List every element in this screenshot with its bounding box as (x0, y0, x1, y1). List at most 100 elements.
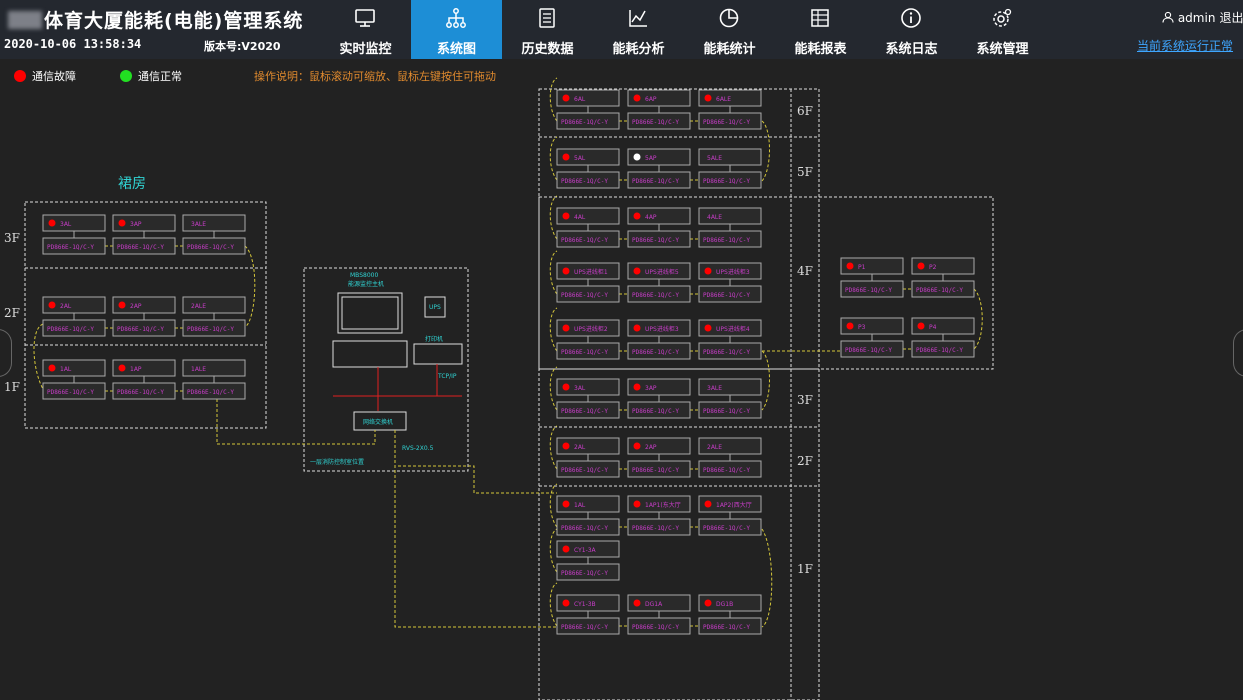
meter-model-box (627, 401, 691, 419)
nav-energy-report[interactable]: 能耗报表 (775, 0, 866, 59)
meter-model-box (42, 319, 106, 337)
status-indicator (846, 322, 854, 330)
nav-energy-analysis[interactable]: 能耗分析 (593, 0, 684, 59)
meter-model-box (112, 319, 176, 337)
nav-system-management[interactable]: 系统管理 (957, 0, 1048, 59)
meter-model-box (556, 617, 620, 635)
meter-name: 4AL (574, 214, 586, 221)
meter-model-box (911, 340, 975, 358)
printer-box (413, 343, 463, 365)
nav-label: 能耗报表 (794, 42, 847, 57)
meter-name: 3ALE (707, 385, 722, 392)
meter-model-box (911, 280, 975, 298)
meter-model-box (627, 617, 691, 635)
fault-dot (14, 70, 26, 82)
nav-realtime-monitor[interactable]: 实时监控 (320, 0, 411, 59)
nav-label: 历史数据 (521, 42, 574, 57)
meter-model-box (627, 230, 691, 248)
status-indicator (704, 599, 712, 607)
nav-history-data[interactable]: 历史数据 (502, 0, 593, 59)
meter-model-box (182, 319, 246, 337)
meter-model-box (698, 617, 762, 635)
meter-model: PD866E-1Q/C-Y (117, 326, 164, 333)
info-icon (901, 8, 921, 28)
nav-system-diagram[interactable]: 系统图 (411, 0, 502, 59)
meter-model-box (556, 230, 620, 248)
logout-button[interactable]: 退出 (1219, 11, 1243, 25)
meter-model-box (182, 237, 246, 255)
system-diagram[interactable]: 裙房 MBS8000 能源监控主机 UPS 打印机 TCP/IP 网络交换机 R… (0, 59, 1243, 700)
status-indicator (633, 324, 641, 332)
meter-model-box (556, 401, 620, 419)
meter-model: PD866E-1Q/C-Y (187, 326, 234, 333)
meter-model-box (182, 382, 246, 400)
svg-text:打印机: 打印机 (425, 335, 443, 343)
network-switch (353, 411, 407, 431)
meter-model-box (698, 285, 762, 303)
meter-model-box (627, 171, 691, 189)
meter-model-box (627, 518, 691, 536)
meter-model-box (42, 382, 106, 400)
meter-model: PD866E-1Q/C-Y (47, 244, 94, 251)
meter-model-box (698, 171, 762, 189)
meter-name: 1AP (130, 366, 142, 373)
app-title: 体育大厦能耗(电能)管理系统 (8, 6, 303, 33)
floor-label: 5F (797, 165, 813, 179)
meter-model: PD866E-1Q/C-Y (632, 525, 679, 532)
nav-energy-statistics[interactable]: 能耗统计 (684, 0, 775, 59)
meter-name: UPS进线柜5 (645, 268, 679, 276)
system-status-link[interactable]: 当前系统运行正常 (1137, 39, 1234, 53)
meter-model-box (556, 518, 620, 536)
meter-model-box (627, 285, 691, 303)
diagram-canvas[interactable]: 通信故障 通信正常 操作说明：鼠标滚动可缩放、鼠标左键按住可拖动 裙房 MBS8… (0, 59, 1243, 700)
meter-model: PD866E-1Q/C-Y (703, 467, 750, 474)
meter-model: PD866E-1Q/C-Y (561, 525, 608, 532)
status-indicator (48, 301, 56, 309)
nav-system-log[interactable]: 系统日志 (866, 0, 957, 59)
meter-model: PD866E-1Q/C-Y (703, 349, 750, 356)
meter-model: PD866E-1Q/C-Y (703, 237, 750, 244)
